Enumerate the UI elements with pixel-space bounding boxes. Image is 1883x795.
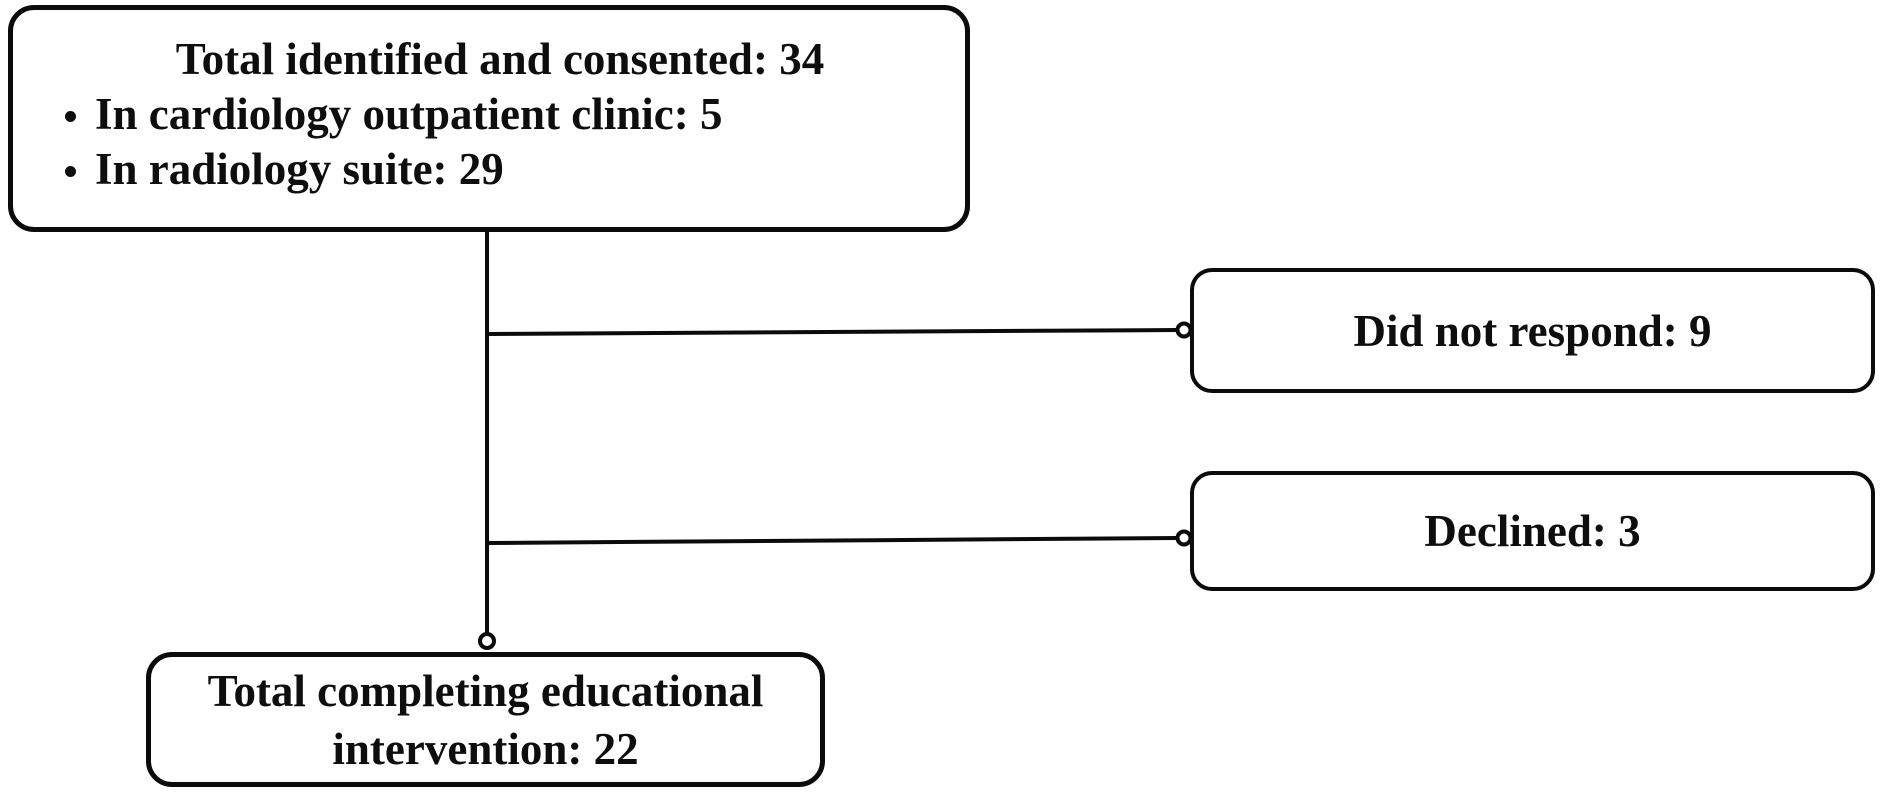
total-identified-bullets: In cardiology outpatient clinic: 5 In ra…: [65, 87, 935, 197]
connector-branch-declined: [484, 536, 1179, 545]
bullet-text-radiology: In radiology suite: 29: [95, 144, 504, 194]
list-item: In radiology suite: 29: [65, 142, 935, 197]
connector-endpoint-circle: [1175, 529, 1193, 547]
did-not-respond-label: Did not respond: 9: [1353, 305, 1712, 356]
bullet-icon: [65, 166, 76, 177]
flow-box-did-not-respond: Did not respond: 9: [1190, 268, 1875, 393]
list-item: In cardiology outpatient clinic: 5: [65, 87, 935, 142]
bullet-text-cardiology: In cardiology outpatient clinic: 5: [95, 89, 723, 139]
connector-endpoint-circle: [478, 632, 496, 650]
declined-label: Declined: 3: [1424, 506, 1641, 556]
flow-box-declined: Declined: 3: [1190, 471, 1875, 591]
bullet-icon: [65, 111, 76, 122]
flow-box-total-completing: Total completing educational interventio…: [146, 652, 825, 787]
connector-branch-did-not-respond: [484, 328, 1179, 336]
flow-box-total-identified: Total identified and consented: 34 In ca…: [8, 5, 970, 232]
total-identified-title: Total identified and consented: 34: [175, 34, 825, 84]
total-completing-label: Total completing educational interventio…: [207, 665, 764, 774]
connector-endpoint-circle: [1175, 321, 1193, 339]
